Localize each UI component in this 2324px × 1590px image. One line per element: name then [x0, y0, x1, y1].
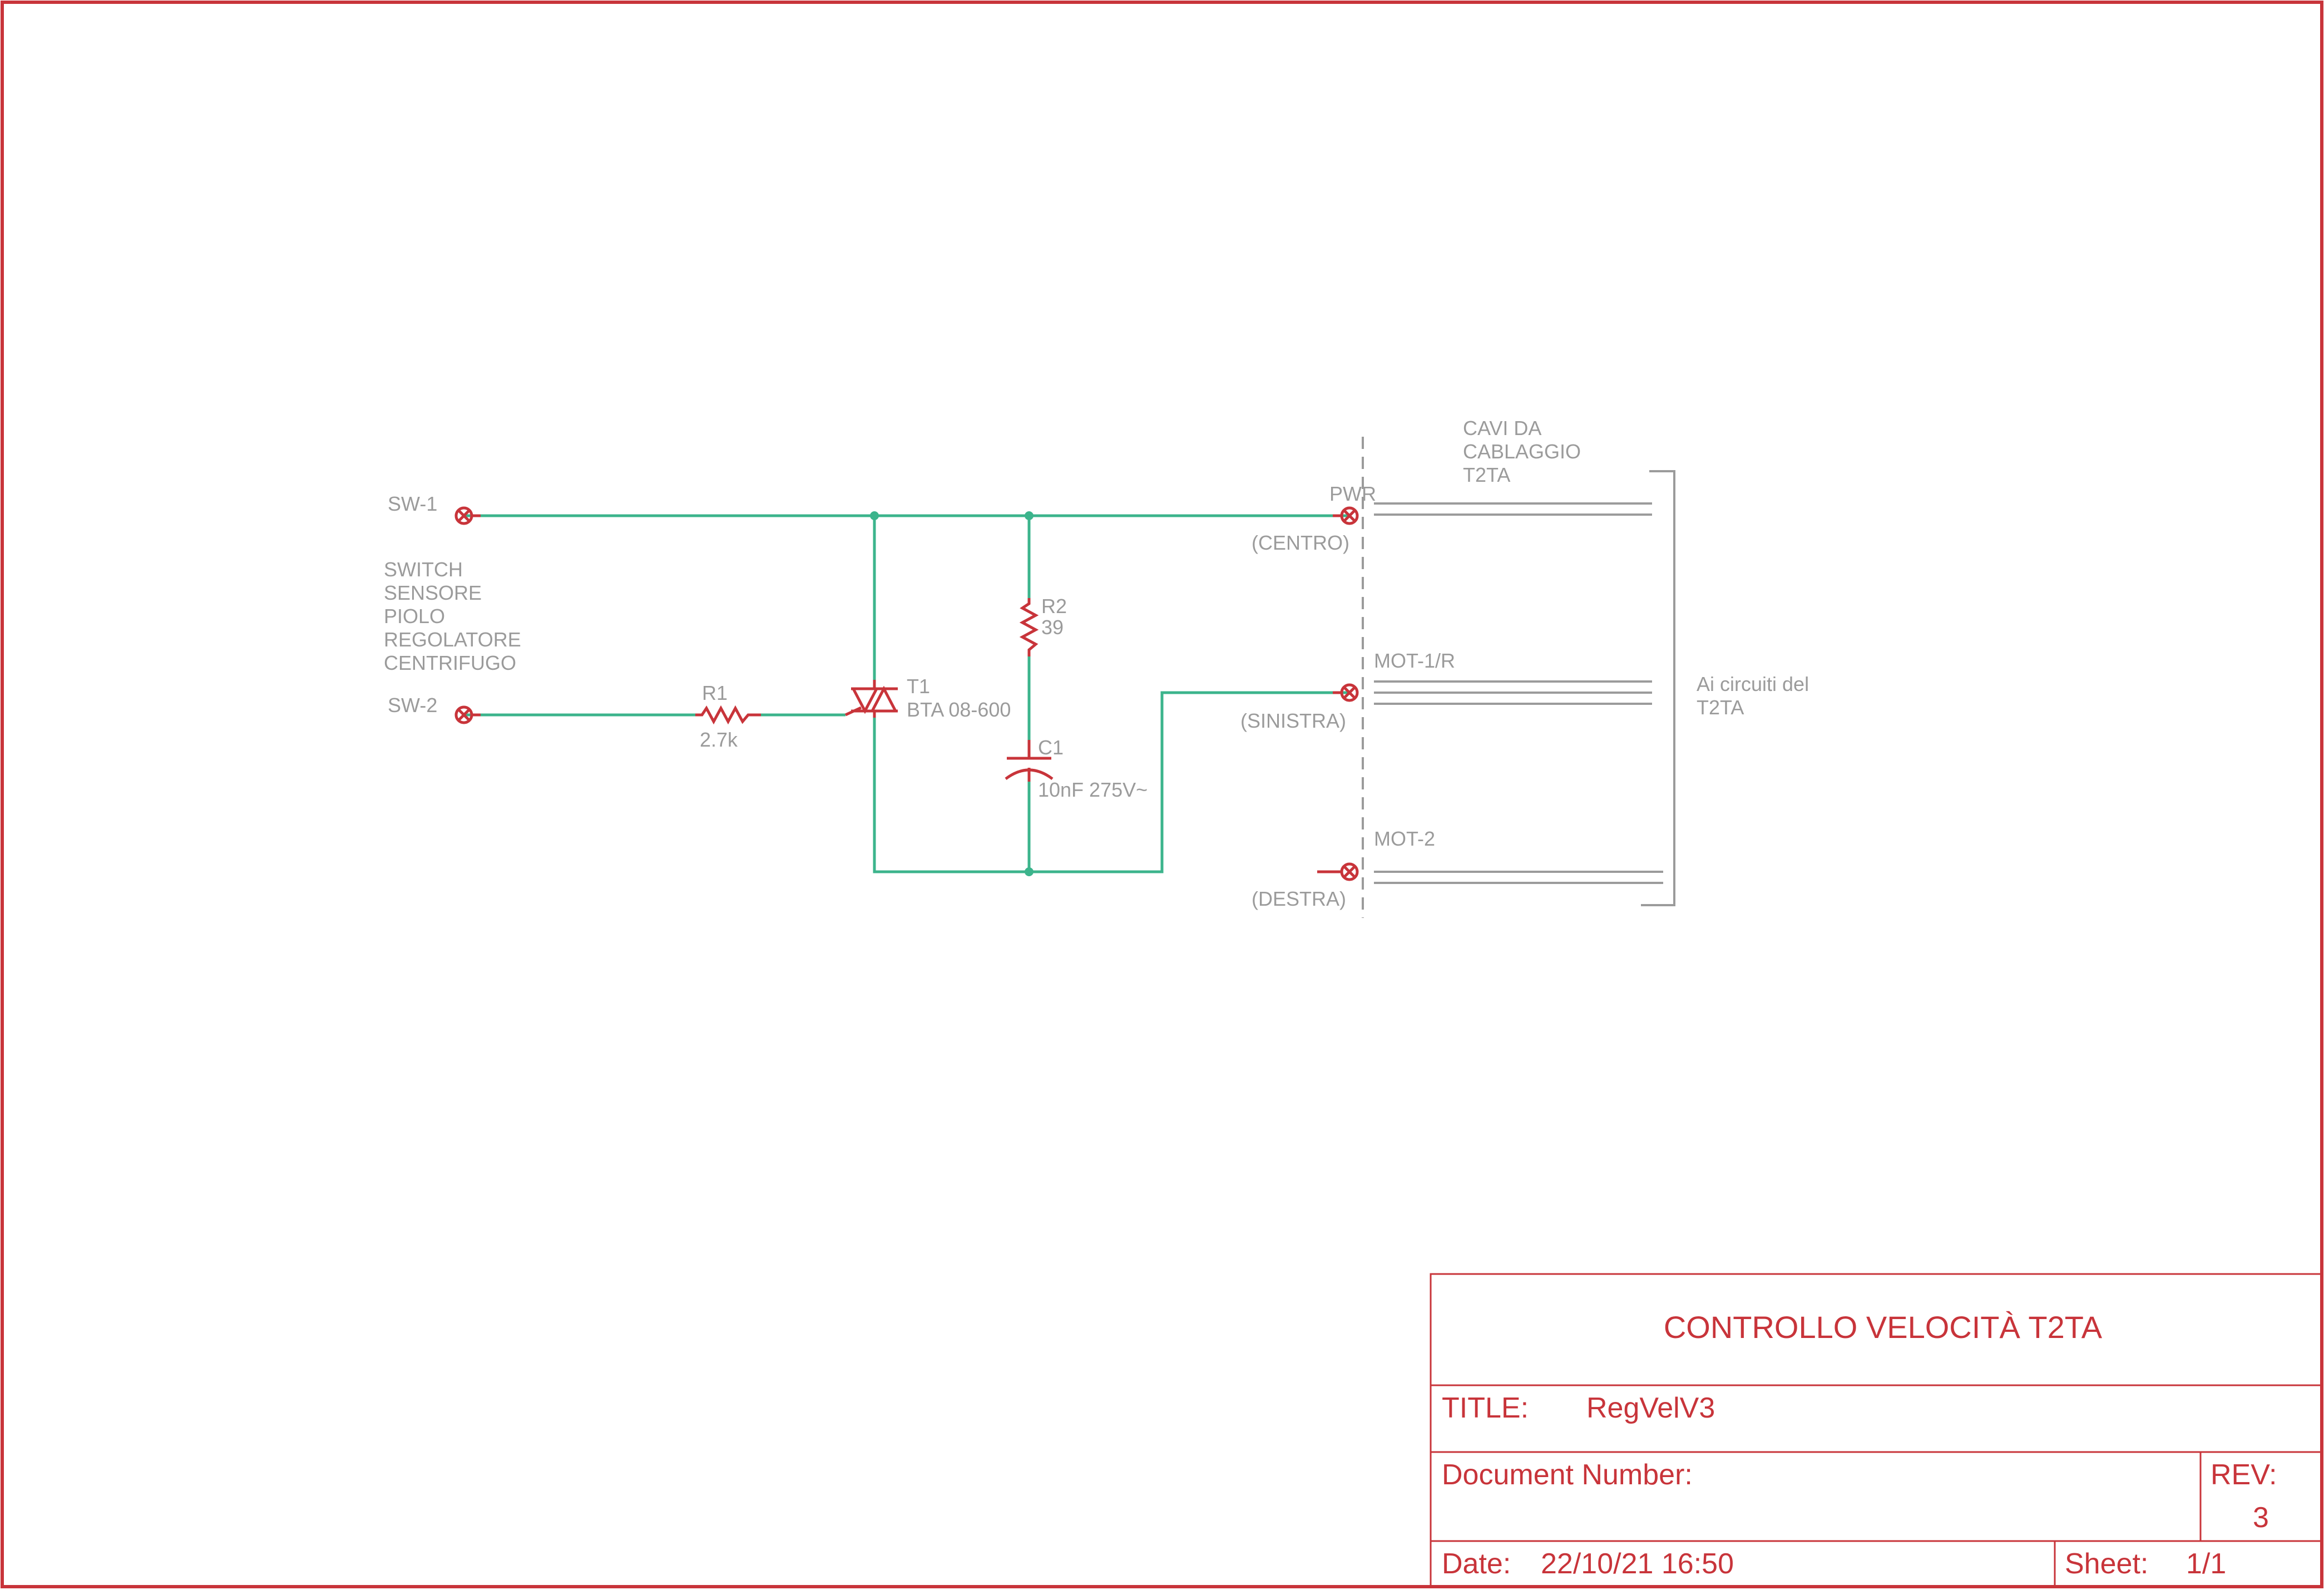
title-value: RegVelV3: [1586, 1392, 1715, 1424]
pwr-position: (CENTRO): [1252, 531, 1349, 554]
harness-bracket: [1641, 470, 1675, 906]
r2-value: 39: [1041, 616, 1064, 639]
junction-dot: [870, 511, 879, 520]
mot2-position: (DESTRA): [1252, 887, 1346, 910]
connector-pins: [454, 506, 1359, 881]
r1-value: 2.7k: [700, 728, 738, 751]
rev-value: 3: [2253, 1502, 2269, 1534]
resistor-r1: [695, 705, 761, 725]
pin-pwr: [1333, 506, 1359, 525]
date-label: Date:: [1442, 1548, 1511, 1580]
date-value: 22/10/21 16:50: [1541, 1548, 1734, 1580]
switch-note-line: SWITCH: [384, 558, 463, 581]
pin-mot1: [1333, 683, 1359, 702]
switch-note-line: SENSORE: [384, 581, 482, 604]
sw1-label: SW-1: [388, 492, 437, 515]
triac-t1: [844, 680, 898, 718]
sheet-value: 1/1: [2186, 1548, 2226, 1580]
cable-note-line: T2TA: [1463, 463, 1510, 486]
cable-note-line: CAVI DA: [1463, 417, 1541, 440]
wire-t1-bottom: [873, 691, 1349, 873]
junction-dot: [1025, 867, 1034, 876]
pin-sw2: [454, 705, 481, 724]
mot1-position: (SINISTRA): [1240, 709, 1346, 732]
sw2-label: SW-2: [388, 694, 437, 717]
mot2-label: MOT-2: [1374, 827, 1435, 850]
pin-sw1: [454, 506, 481, 525]
switch-note-line: REGOLATORE: [384, 628, 521, 651]
cable-note-line: CABLAGGIO: [1463, 440, 1581, 463]
switch-note-line: CENTRIFUGO: [384, 651, 516, 674]
switch-note-line: PIOLO: [384, 605, 445, 628]
labels: SW-1 SW-2 SWITCH SENSORE PIOLO REGOLATOR…: [384, 417, 1809, 910]
t1-value: BTA 08-600: [907, 698, 1011, 721]
rev-label: REV:: [2211, 1459, 2277, 1491]
t1-name: T1: [907, 675, 930, 698]
c1-name: C1: [1038, 736, 1064, 759]
circuit-note-line: T2TA: [1697, 696, 1744, 719]
capacitor-c1: [1005, 740, 1054, 782]
title-block-heading: CONTROLLO VELOCITÀ T2TA: [1664, 1310, 2103, 1345]
circuit-note-line: Ai circuiti del: [1697, 673, 1809, 695]
document-number-label: Document Number:: [1442, 1459, 1693, 1491]
resistor-r2: [1019, 598, 1039, 656]
sheet-label: Sheet:: [2065, 1548, 2148, 1580]
title-label: TITLE:: [1442, 1392, 1529, 1424]
junction-dot: [1025, 511, 1034, 520]
r2-name: R2: [1041, 595, 1067, 618]
wires: [464, 511, 1349, 876]
pin-mot2: [1317, 862, 1359, 881]
pwr-label: PWR: [1329, 482, 1376, 505]
mot1-label: MOT-1/R: [1374, 649, 1455, 672]
title-block: CONTROLLO VELOCITÀ T2TA TITLE: RegVelV3 …: [1430, 1273, 2323, 1588]
c1-value: 10nF 275V~: [1038, 778, 1148, 801]
cable-harness: [1362, 437, 1675, 918]
r1-name: R1: [702, 682, 728, 704]
